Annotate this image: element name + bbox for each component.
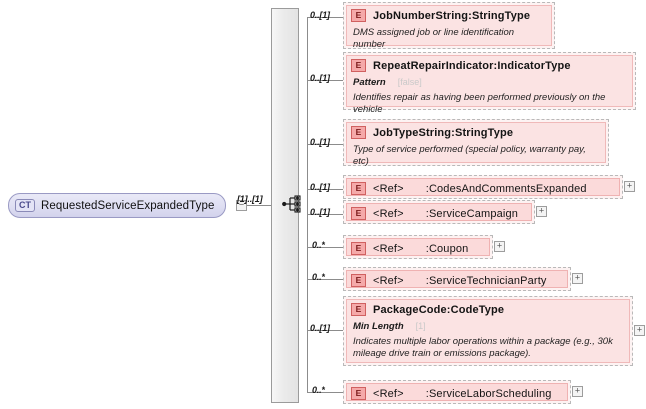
element-separator: : <box>425 207 429 220</box>
collapse-expander-root[interactable]: − <box>236 200 247 211</box>
facet-label: Min Length <box>353 321 404 332</box>
element-name: <Ref> <box>373 182 404 195</box>
element-facet: Pattern [false] <box>347 75 632 90</box>
cardinality-child-3: 0..[1] <box>310 137 330 147</box>
element-icon: E <box>351 242 366 255</box>
expand-expander-child-6[interactable]: + <box>494 241 505 252</box>
element-type: StringType <box>471 9 531 22</box>
element-icon: E <box>351 207 366 220</box>
element-type: CodeType <box>450 303 505 316</box>
expand-expander-child-4[interactable]: + <box>624 181 635 192</box>
expand-expander-child-5[interactable]: + <box>536 206 547 217</box>
element-icon: E <box>351 274 366 287</box>
element-node-ref-servicecampaign[interactable]: E <Ref> : ServiceCampaign <box>343 200 535 224</box>
connector-branch-7 <box>307 279 343 280</box>
element-name: <Ref> <box>373 387 404 400</box>
connector-branch-4 <box>307 189 343 190</box>
sequence-icon[interactable] <box>282 195 304 213</box>
connector-root-to-sequence <box>247 205 271 206</box>
element-type: ServiceCampaign <box>428 207 519 220</box>
cardinality-child-2: 0..[1] <box>310 73 330 83</box>
element-separator: : <box>425 387 429 400</box>
element-name: <Ref> <box>373 274 404 287</box>
element-separator: : <box>425 274 429 287</box>
element-node-ref-servicetechnicianparty[interactable]: E <Ref> : ServiceTechnicianParty <box>343 267 571 291</box>
element-icon: E <box>351 182 366 195</box>
cardinality-child-8: 0..[1] <box>310 323 330 333</box>
element-documentation: Identifies repair as having been perform… <box>353 92 606 115</box>
connector-branch-8 <box>307 330 343 331</box>
element-separator: : <box>468 9 472 22</box>
element-node-ref-coupon[interactable]: E <Ref> : Coupon <box>343 235 493 259</box>
element-type: CodesAndCommentsExpanded <box>428 182 587 195</box>
element-type: IndicatorType <box>497 59 571 72</box>
element-name: JobTypeString <box>373 126 452 139</box>
element-name: <Ref> <box>373 242 404 255</box>
element-type: ServiceTechnicianParty <box>428 274 547 287</box>
element-icon: E <box>351 59 366 72</box>
element-type: StringType <box>454 126 514 139</box>
connector-branch-2 <box>307 80 343 81</box>
connector-branch-5 <box>307 214 343 215</box>
element-separator: : <box>425 242 429 255</box>
connector-branch-1 <box>307 17 343 18</box>
complex-type-node[interactable]: CT RequestedServiceExpandedType <box>8 193 226 218</box>
element-documentation: Type of service performed (special polic… <box>353 144 586 167</box>
element-separator: : <box>493 59 498 72</box>
element-name: RepeatRepairIndicator <box>373 59 494 72</box>
element-type: ServiceLaborScheduling <box>428 387 552 400</box>
element-node-jobtypestring[interactable]: E JobTypeString : StringType Type of ser… <box>343 119 609 167</box>
element-node-repeatrepairindicator[interactable]: E RepeatRepairIndicator : IndicatorType … <box>343 52 636 115</box>
facet-value: [false] <box>397 77 422 87</box>
cardinality-child-4: 0..[1] <box>310 182 330 192</box>
element-facet: Min Length [1] <box>347 319 629 334</box>
element-name: JobNumberString <box>373 9 469 22</box>
connector-branch-3 <box>307 144 343 145</box>
element-separator: : <box>451 126 455 139</box>
element-icon: E <box>351 9 366 22</box>
element-name: PackageCode <box>373 303 447 316</box>
element-type: Coupon <box>428 242 469 255</box>
element-separator: : <box>425 182 429 195</box>
connector-branch-9 <box>307 392 343 393</box>
element-documentation: Indicates multiple labor operations with… <box>353 336 613 359</box>
complex-type-label: RequestedServiceExpandedType <box>41 199 215 212</box>
expand-expander-child-7[interactable]: + <box>572 273 583 284</box>
expand-expander-child-9[interactable]: + <box>572 386 583 397</box>
element-node-ref-codesandcommentsexpanded[interactable]: E <Ref> : CodesAndCommentsExpanded <box>343 175 623 199</box>
cardinality-child-1: 0..[1] <box>310 10 330 20</box>
facet-label: Pattern <box>353 77 386 88</box>
element-node-ref-servicelaborscheduling[interactable]: E <Ref> : ServiceLaborScheduling <box>343 380 571 404</box>
element-name: <Ref> <box>373 207 404 220</box>
element-icon: E <box>351 303 366 316</box>
element-documentation: DMS assigned job or line identification … <box>353 27 515 50</box>
cardinality-root: [1]..[1] <box>237 194 263 204</box>
cardinality-child-6: 0..* <box>312 240 325 250</box>
facet-value: [1] <box>415 321 426 331</box>
element-icon: E <box>351 126 366 139</box>
cardinality-child-5: 0..[1] <box>310 207 330 217</box>
expand-expander-child-8[interactable]: + <box>634 325 645 336</box>
element-separator: : <box>446 303 451 316</box>
element-icon: E <box>351 387 366 400</box>
cardinality-child-9: 0..* <box>312 385 325 395</box>
connector-trunk <box>307 17 308 392</box>
complex-type-icon: CT <box>15 199 35 212</box>
element-node-jobnumberstring[interactable]: E JobNumberString : StringType DMS assig… <box>343 2 555 50</box>
cardinality-child-7: 0..* <box>312 272 325 282</box>
element-node-packagecode[interactable]: E PackageCode : CodeType Min Length [1] … <box>343 296 633 366</box>
connector-branch-6 <box>307 247 343 248</box>
